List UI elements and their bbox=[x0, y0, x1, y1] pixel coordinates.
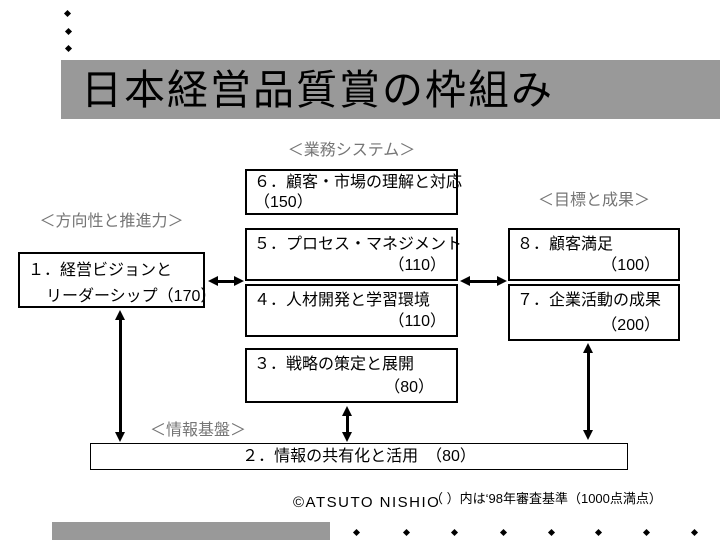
box-results-score: （200） bbox=[601, 317, 660, 334]
deco-dot bbox=[402, 528, 411, 537]
deco-dot bbox=[499, 528, 508, 537]
deco-dot bbox=[690, 528, 699, 537]
arrow-leadership-process bbox=[208, 276, 244, 286]
arrow-process-results bbox=[460, 276, 507, 286]
box-customer-market-line2: （150） bbox=[254, 194, 313, 211]
box-leadership-line2: リーダーシップ（170） bbox=[46, 288, 217, 305]
box-process-title: ５．プロセス・マネジメント bbox=[254, 236, 463, 253]
box-leadership: １．経営ビジョンと リーダーシップ（170） bbox=[18, 252, 216, 308]
box-process-score: （110） bbox=[388, 257, 446, 274]
box-strategy: ３．戦略の策定と展開 （80） bbox=[245, 348, 458, 403]
box-hr-development: ４．人材開発と学習環境 （110） bbox=[245, 284, 458, 337]
deco-dot bbox=[352, 528, 361, 537]
arrow-strategy-info bbox=[342, 406, 352, 442]
box-info-sharing: ２．情報の共有化と活用 （80） bbox=[90, 443, 628, 470]
scoring-note: （ ）内は‘98年審査基準（1000点満点） bbox=[430, 491, 662, 506]
deco-dot bbox=[547, 528, 556, 537]
box-customer-market-line1: ６．顧客・市場の理解と対応 bbox=[254, 174, 463, 191]
deco-dot bbox=[64, 27, 73, 36]
deco-dot bbox=[642, 528, 651, 537]
deco-dot bbox=[64, 44, 73, 53]
box-business-results: ７．企業活動の成果 （200） bbox=[508, 284, 680, 341]
box-strategy-score: （80） bbox=[384, 379, 434, 396]
box-customer-satisfaction: ８．顧客満足 （100） bbox=[508, 228, 680, 281]
box-satisfaction-score: （100） bbox=[601, 257, 660, 274]
arrow-results-info bbox=[583, 343, 593, 440]
label-info-base: ＜情報基盤＞ bbox=[150, 422, 247, 439]
box-results-title: ７．企業活動の成果 bbox=[517, 292, 662, 309]
label-direction-drive: ＜方向性と推進力＞ bbox=[39, 213, 184, 230]
box-customer-market: ６．顧客・市場の理解と対応 （150） bbox=[245, 169, 462, 215]
arrow-leadership-info bbox=[115, 310, 125, 442]
box-strategy-title: ３．戦略の策定と展開 bbox=[254, 356, 415, 373]
box-hr-score: （110） bbox=[388, 313, 446, 330]
copyright-text: ©ATSUTO NISHIO bbox=[293, 494, 441, 511]
box-leadership-line1: １．経営ビジョンと bbox=[28, 262, 173, 279]
label-goals-results: ＜目標と成果＞ bbox=[537, 192, 650, 209]
bottom-deco-bar bbox=[52, 522, 330, 540]
box-satisfaction-title: ８．顧客満足 bbox=[517, 236, 614, 253]
box-hr-title: ４．人材開発と学習環境 bbox=[254, 292, 431, 309]
box-process-management: ５．プロセス・マネジメント （110） bbox=[245, 228, 462, 281]
slide-title: 日本経営品質賞の枠組み bbox=[81, 67, 554, 113]
label-business-system: ＜業務システム＞ bbox=[287, 142, 416, 159]
deco-dot bbox=[63, 9, 72, 18]
deco-dot bbox=[450, 528, 459, 537]
slide-title-bar: 日本経営品質賞の枠組み bbox=[61, 60, 720, 119]
deco-dot bbox=[594, 528, 603, 537]
